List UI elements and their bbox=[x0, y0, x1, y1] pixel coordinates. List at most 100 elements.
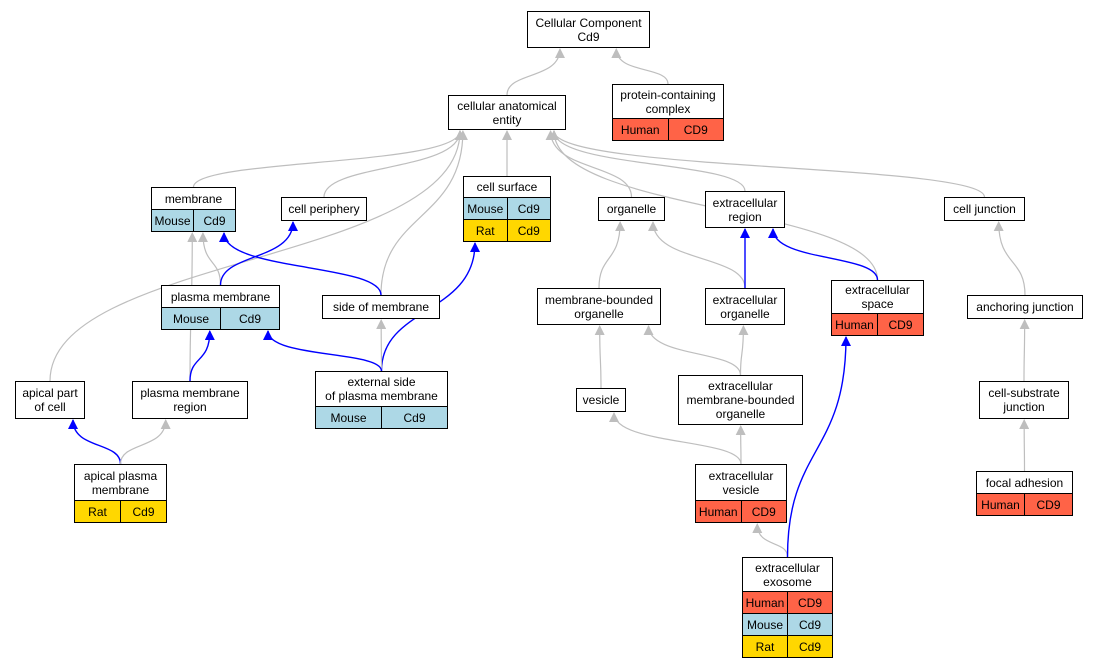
node-plasma-membrane-region[interactable]: plasma membrane region bbox=[132, 381, 248, 419]
node-label: cell periphery bbox=[288, 202, 360, 216]
node-label: Cellular Component Cd9 bbox=[535, 15, 642, 44]
edge-apc-to-cae bbox=[49, 130, 465, 382]
gene-cell: CD9 bbox=[667, 119, 724, 140]
node-anchoring-junction[interactable]: anchoring junction bbox=[967, 295, 1083, 319]
edge-som-to-cae bbox=[380, 130, 468, 296]
node-label: organelle bbox=[606, 202, 657, 216]
node-label: extracellular exosome bbox=[755, 560, 820, 589]
node-cell-periphery[interactable]: cell periphery bbox=[281, 197, 367, 221]
species-cell: Rat bbox=[475, 223, 495, 238]
species-cell: Mouse bbox=[467, 201, 504, 216]
gene-cell: Cd9 bbox=[787, 636, 832, 657]
edge-aj-to-cj bbox=[993, 221, 1026, 296]
edge-exsp-to-exreg bbox=[768, 228, 879, 281]
node-label: extracellular space bbox=[845, 283, 910, 311]
node-extracellular-organelle[interactable]: extracellular organelle bbox=[705, 288, 785, 325]
annotation-row: Rat Cd9 bbox=[464, 219, 550, 241]
node-cellular-anatomical-entity[interactable]: cellular anatomical entity bbox=[448, 95, 566, 130]
species-cell: Mouse bbox=[746, 617, 784, 632]
annotation-row: Mouse Cd9 bbox=[316, 407, 447, 428]
gene-cell: Cd9 bbox=[381, 407, 447, 428]
edge-exo-to-exsp bbox=[786, 336, 851, 558]
annotation-row: Mouse Cd9 bbox=[162, 308, 279, 329]
species-cell: Mouse bbox=[330, 410, 367, 425]
node-label: apical part of cell bbox=[22, 386, 78, 414]
species-cell: Mouse bbox=[172, 311, 210, 326]
edge-cper-to-cae bbox=[323, 130, 465, 198]
species-cell: Mouse bbox=[154, 213, 191, 228]
edge-apm-to-apc bbox=[68, 419, 122, 465]
node-label: cell-substrate junction bbox=[988, 386, 1060, 414]
node-label: membrane-bounded organelle bbox=[544, 292, 654, 321]
edge-mem-to-cae bbox=[192, 130, 465, 188]
node-label: extracellular region bbox=[712, 195, 778, 224]
node-cellular-component[interactable]: Cellular Component Cd9 bbox=[527, 11, 650, 48]
node-label: vesicle bbox=[582, 393, 620, 407]
node-label: apical plasma membrane bbox=[83, 468, 158, 497]
node-label: cell junction bbox=[953, 202, 1016, 216]
gene-cell: CD9 bbox=[787, 592, 832, 613]
annotation-table: Human CD9 bbox=[613, 118, 723, 140]
edge-espm-to-pm bbox=[263, 330, 383, 372]
gene-cell: Cd9 bbox=[193, 210, 235, 231]
gene-cell: CD9 bbox=[877, 314, 923, 335]
edge-exmbo-to-exorg bbox=[738, 325, 749, 376]
gene-cell: Cd9 bbox=[506, 198, 551, 219]
node-organelle[interactable]: organelle bbox=[598, 197, 665, 221]
node-label: cell surface bbox=[476, 180, 538, 194]
edge-cae-to-root bbox=[506, 48, 565, 96]
edge-ves-to-mbo bbox=[594, 325, 605, 389]
species-cell: Human bbox=[620, 122, 660, 137]
edge-mbo-to-org bbox=[598, 221, 626, 289]
annotation-row: Human CD9 bbox=[977, 494, 1072, 515]
node-vesicle[interactable]: vesicle bbox=[576, 388, 626, 412]
annotation-table: Mouse Cd9 bbox=[316, 406, 447, 428]
node-label: extracellular vesicle bbox=[708, 468, 774, 497]
species-cell: Rat bbox=[88, 504, 107, 519]
node-side-of-membrane[interactable]: side of membrane bbox=[322, 295, 440, 319]
gene-cell: Cd9 bbox=[120, 501, 166, 522]
edge-csj-to-aj bbox=[1019, 319, 1030, 382]
node-label: cellular anatomical entity bbox=[457, 98, 557, 127]
node-label: external side of plasma membrane bbox=[325, 375, 438, 403]
node-label: extracellular membrane-bounded organelle bbox=[686, 379, 795, 421]
gene-cell: CD9 bbox=[1024, 494, 1072, 515]
gene-cell: Cd9 bbox=[220, 308, 279, 329]
edge-pmr-to-pm bbox=[189, 330, 215, 382]
gene-cell: Cd9 bbox=[506, 220, 551, 241]
species-cell: Human bbox=[698, 504, 738, 519]
annotation-row: Human CD9 bbox=[613, 119, 723, 140]
node-cell-junction[interactable]: cell junction bbox=[944, 197, 1025, 221]
annotation-row: Rat Cd9 bbox=[75, 501, 166, 522]
node-apical-part-of-cell[interactable]: apical part of cell bbox=[15, 381, 85, 419]
node-extracellular-region[interactable]: extracellular region bbox=[705, 191, 785, 228]
node-extracellular-membrane-bounded-organelle[interactable]: extracellular membrane-bounded organelle bbox=[678, 375, 803, 425]
node-label: focal adhesion bbox=[985, 475, 1064, 490]
species-cell: Human bbox=[981, 497, 1020, 512]
node-label: side of membrane bbox=[332, 300, 430, 314]
annotation-table: Mouse Cd9 bbox=[162, 307, 279, 329]
node-membrane-bounded-organelle[interactable]: membrane-bounded organelle bbox=[537, 288, 661, 325]
node-cell-substrate-junction[interactable]: cell-substrate junction bbox=[979, 381, 1069, 419]
